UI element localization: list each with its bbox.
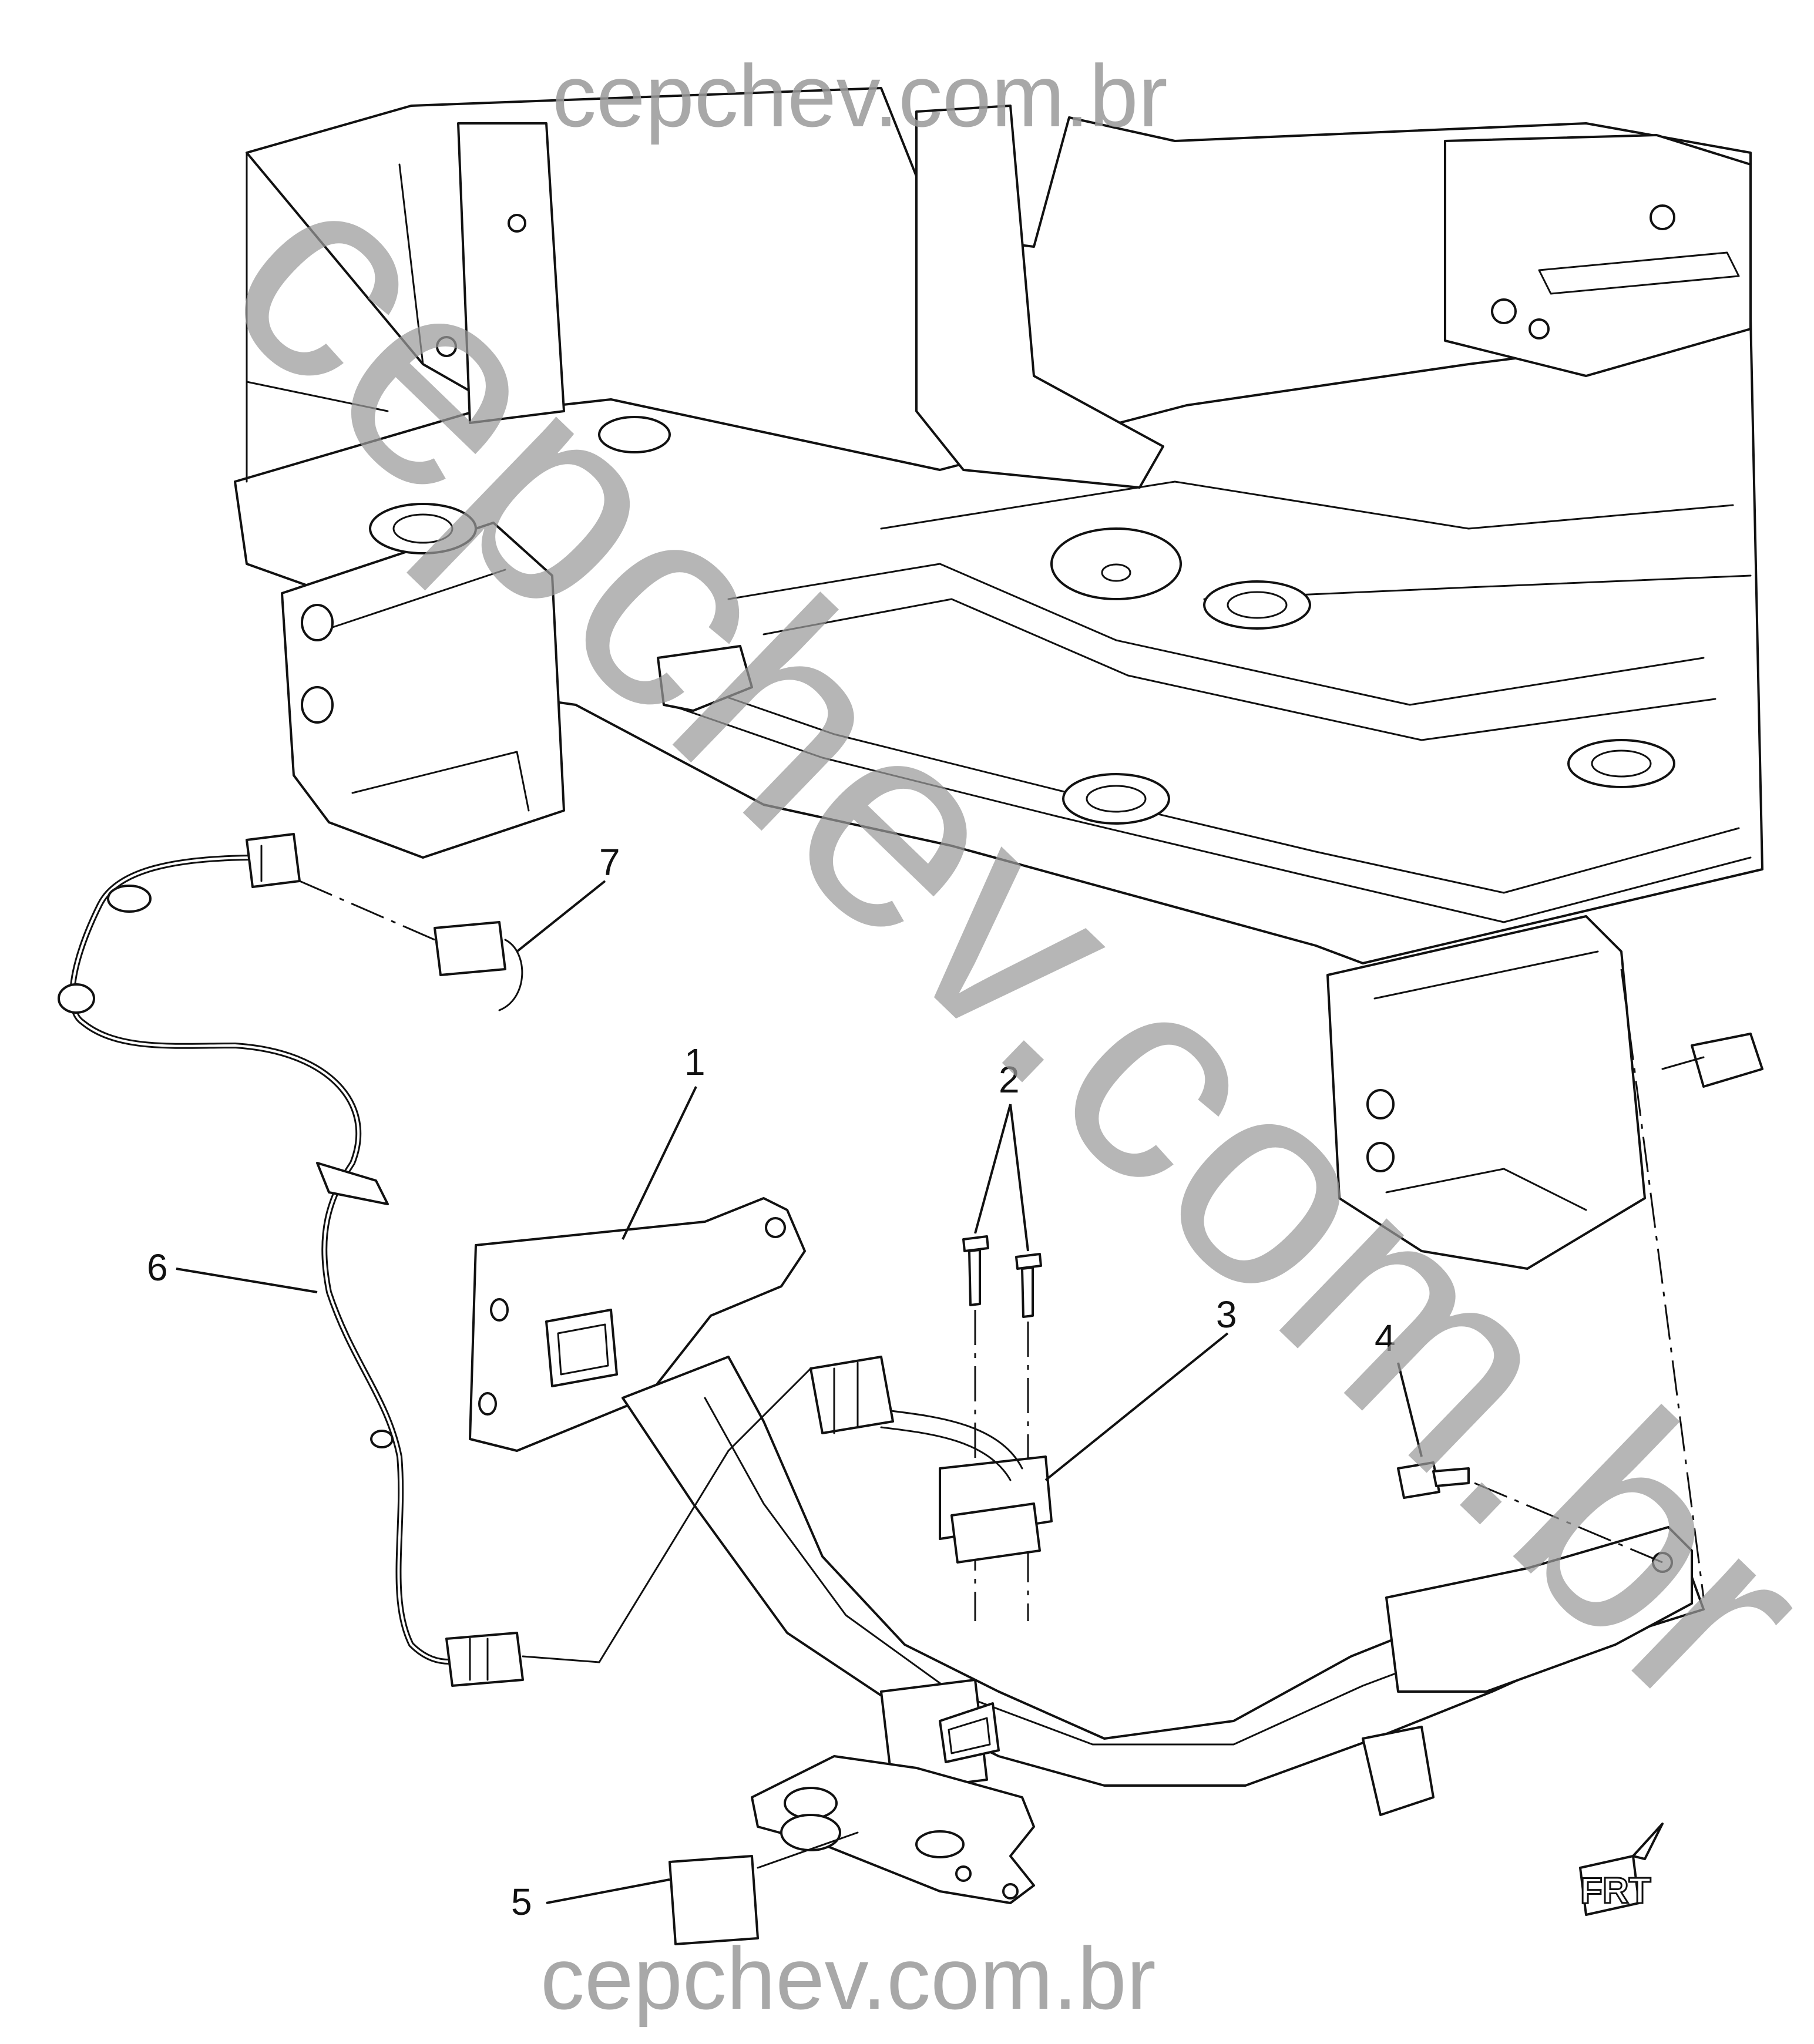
watermark-top: cepchev.com.br [552,46,1168,145]
vehicle-underbody [234,87,1763,1270]
part-5-cover-plug [669,1831,859,1945]
callout-3: 3 [1216,1293,1237,1336]
callout-4: 4 [1375,1317,1396,1359]
part-3-bracket [809,1356,1053,1564]
alignment-line [1620,969,1705,1598]
callout-leaders [176,880,1423,1904]
watermark-bottom: cepchev.com.br [540,1929,1156,2028]
front-direction-arrow-icon: FRT [1579,1823,1664,1916]
part-6-wiring-harness [58,833,812,1687]
callout-1: 1 [684,1041,706,1083]
callout-6: 6 [147,1246,168,1289]
frt-label: FRT [1580,1871,1651,1911]
part-2-bolts [962,1235,1042,1621]
callout-labels: 1 2 3 4 5 6 7 [147,841,1396,1923]
callout-2: 2 [999,1058,1020,1101]
callout-7: 7 [599,841,620,883]
callout-5: 5 [511,1881,532,1923]
part-7-connector-clip [299,880,523,1011]
part-4-bolt [1397,1461,1663,1564]
